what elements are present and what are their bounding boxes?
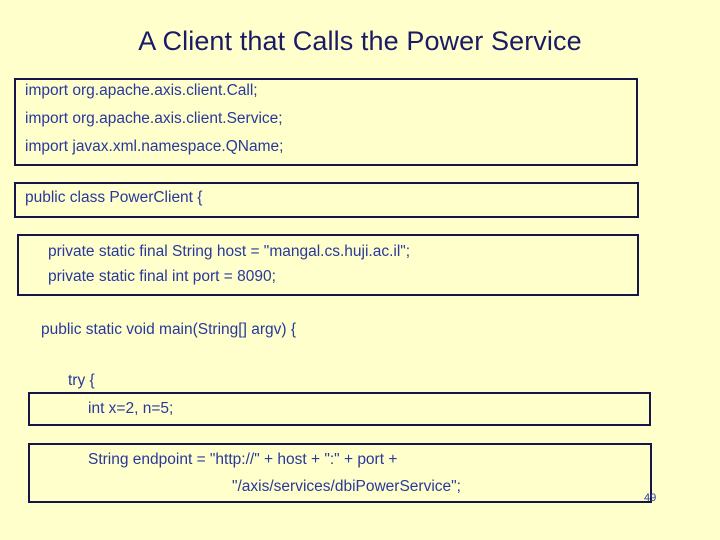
code-line-class-declaration: public class PowerClient { [25,189,203,206]
code-line-main-method: public static void main(String[] argv) { [41,321,296,338]
code-box-fields [17,234,639,296]
code-line-endpoint-part1: String endpoint = "http://" + host + ":"… [88,451,398,468]
code-box-int-declaration [28,392,651,426]
code-box-endpoint [28,443,652,503]
page-title: A Client that Calls the Power Service [138,26,582,56]
code-line-endpoint-part2: "/axis/services/dbiPowerService"; [232,478,461,495]
code-line-import-service: import org.apache.axis.client.Service; [25,110,283,127]
code-box-class-declaration [14,182,639,218]
code-box-imports [14,78,638,166]
page-number: 49 [644,492,657,504]
code-line-import-call: import org.apache.axis.client.Call; [25,82,258,99]
code-line-import-qname: import javax.xml.namespace.QName; [25,138,284,155]
code-line-try: try { [68,372,95,389]
code-line-int-declaration: int x=2, n=5; [88,400,174,417]
code-line-field-host: private static final String host = "mang… [48,243,411,260]
code-line-field-port: private static final int port = 8090; [48,268,276,285]
